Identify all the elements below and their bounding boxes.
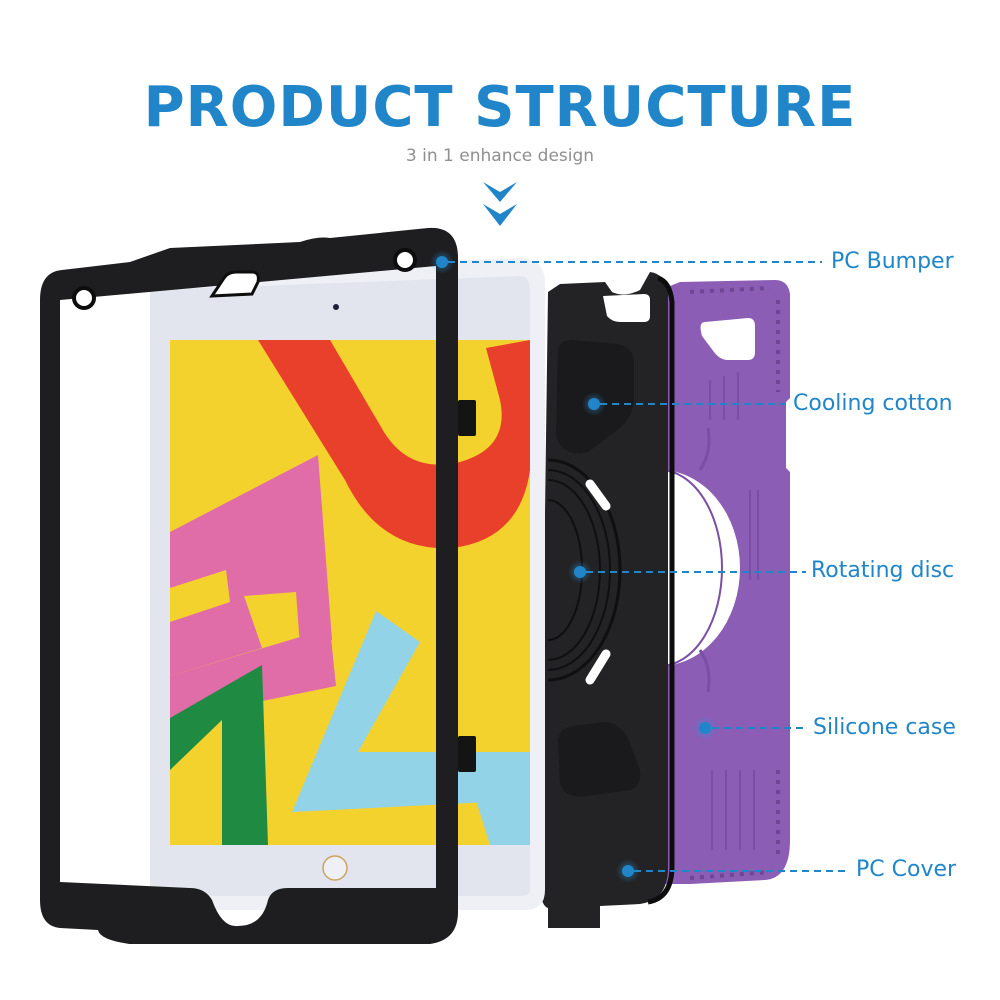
- pc-bumper-illustration: [40, 227, 476, 945]
- callout-cooling-cotton: Cooling cotton: [793, 391, 953, 416]
- callout-dots: [430, 250, 717, 883]
- double-chevron-down-icon: [483, 182, 517, 226]
- ipad-illustration: [150, 258, 545, 910]
- callout-pc-cover: PC Cover: [856, 857, 957, 882]
- callout-pc-bumper: PC Bumper: [831, 249, 954, 274]
- page-title: PRODUCT STRUCTURE: [143, 75, 857, 140]
- pc-cover-illustration: [540, 272, 675, 928]
- page-subtitle: 3 in 1 enhance design: [405, 146, 595, 166]
- callout-silicone-case: Silicone case: [813, 715, 956, 740]
- callout-rotating-disc: Rotating disc: [811, 558, 955, 583]
- callout-leaders: [448, 261, 846, 872]
- silicone-case-illustration: [659, 280, 790, 884]
